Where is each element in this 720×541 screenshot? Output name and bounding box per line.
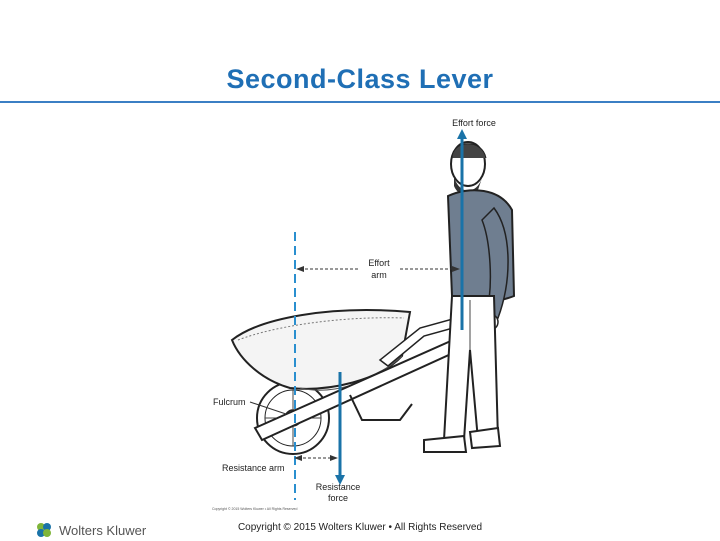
effort-arm-label-line1: Effort xyxy=(368,258,390,268)
person-figure xyxy=(423,141,516,453)
slide-copyright: Copyright © 2015 Wolters Kluwer • All Ri… xyxy=(237,522,483,533)
fulcrum-label: Fulcrum xyxy=(213,397,246,407)
publisher-logo: Wolters Kluwer xyxy=(34,519,146,541)
resistance-arm-label: Resistance arm xyxy=(222,463,285,473)
resistance-force-label-line2: force xyxy=(328,493,348,503)
logo-text: Wolters Kluwer xyxy=(59,522,147,538)
resistance-force-label-line1: Resistance xyxy=(316,482,361,492)
fulcrum-pointer xyxy=(249,401,287,415)
wolters-kluwer-logo-icon xyxy=(37,523,51,537)
effort-arm-label-line2: arm xyxy=(371,270,387,280)
image-credit: Copyright © 2015 Wolters Kluwer • All Ri… xyxy=(212,507,297,511)
effort-arm-label-bg xyxy=(358,256,400,282)
effort-force-label: Effort force xyxy=(452,118,496,128)
title-divider xyxy=(0,101,720,103)
slide-title: Second-Class Lever xyxy=(226,64,494,94)
